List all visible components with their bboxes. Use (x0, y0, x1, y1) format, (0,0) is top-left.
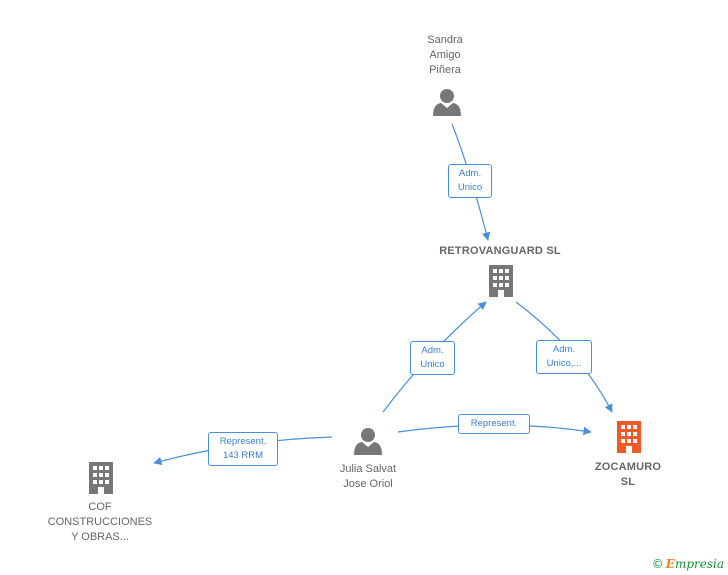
edge-label-line: Unico (457, 182, 483, 193)
node-label-julia[interactable]: Julia Salvat Jose Oriol (318, 462, 418, 492)
edge-label-line: Unico (420, 359, 445, 370)
edge-label-line: Unico,... (546, 358, 582, 369)
edge-label-line: 143 RRM (222, 450, 264, 461)
node-label-line: Sandra (427, 34, 463, 46)
brand-initial: E (665, 557, 675, 571)
node-label-cof[interactable]: COF CONSTRUCCIONES Y OBRAS... (40, 500, 160, 545)
node-label-line: COF (88, 501, 112, 513)
node-label-sandra[interactable]: Sandra Amigo Piñera (410, 33, 480, 78)
building-icon[interactable] (89, 462, 113, 494)
node-label-retrovanguard[interactable]: RETROVANGUARD SL (430, 244, 570, 259)
node-label-line: RETROVANGUARD SL (439, 245, 561, 257)
edge-label-sandra-retrovanguard[interactable]: Adm. Unico (448, 164, 492, 198)
building-icon[interactable] (489, 265, 513, 297)
node-label-line: Julia Salvat (339, 463, 397, 475)
person-icon[interactable] (354, 428, 382, 455)
node-label-line: ZOCAMURO (594, 461, 662, 473)
edge-label-julia-cof[interactable]: Represent. 143 RRM (208, 432, 278, 466)
edge-label-julia-zocamuro[interactable]: Represent. (458, 414, 530, 434)
person-icon[interactable] (433, 89, 461, 116)
empresia-watermark: ©Empresia (652, 557, 724, 571)
edge-label-line: Adm. (458, 168, 482, 179)
node-label-zocamuro[interactable]: ZOCAMURO SL (585, 460, 671, 490)
node-label-line: SL (620, 476, 636, 488)
brand-name: mpresia (674, 557, 724, 571)
edge-label-line: Represent. (470, 418, 518, 429)
node-label-line: CONSTRUCCIONES (47, 516, 153, 528)
edge-label-line: Adm. (552, 344, 576, 355)
building-icon[interactable] (617, 421, 641, 453)
copyright-icon: © (651, 557, 664, 571)
edge-label-line: Represent. (219, 436, 267, 447)
node-label-line: Y OBRAS... (71, 531, 129, 543)
edge-label-line: Adm. (421, 345, 444, 356)
edge-label-julia-retrovanguard[interactable]: Adm. Unico (410, 341, 455, 375)
edge-label-retrovanguard-zocamuro[interactable]: Adm. Unico,... (536, 340, 592, 374)
node-label-line: Piñera (429, 64, 461, 76)
node-label-line: Amigo (429, 49, 461, 61)
node-label-line: Jose Oriol (343, 478, 393, 490)
